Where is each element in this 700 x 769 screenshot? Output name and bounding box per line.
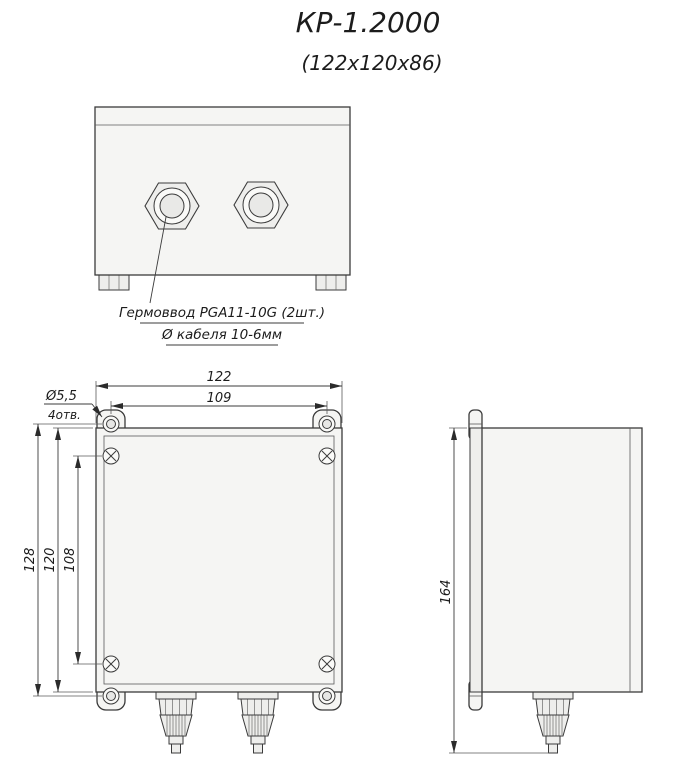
back-flange-strip <box>469 427 483 693</box>
hole-callout: Ø5,5 4отв. <box>44 389 103 422</box>
gland-leader-line <box>149 216 167 304</box>
dim-height-120: 120 <box>43 427 93 693</box>
dim-height-164-label: 164 <box>439 580 454 605</box>
foot-left <box>98 274 130 291</box>
enclosure-side-face <box>481 427 643 693</box>
dim-height-108-label: 108 <box>63 548 78 573</box>
side-view: 164 <box>439 409 643 754</box>
dim-width-109: 109 <box>110 391 328 414</box>
cable-gland-front-left <box>155 691 197 754</box>
dim-width-109-label: 109 <box>207 391 232 406</box>
hole-diameter-label: Ø5,5 <box>45 389 77 404</box>
dim-height-164: 164 <box>439 427 549 754</box>
dim-height-108: 108 <box>63 455 102 665</box>
cable-gland-side <box>532 691 574 754</box>
mounting-hole-bottom-left <box>102 687 120 705</box>
drawing-title: КР-1.2000 <box>296 6 441 39</box>
cover-screw-bottom-right <box>318 655 336 673</box>
cover-screw-bottom-left <box>102 655 120 673</box>
enclosure-top-face <box>94 106 351 276</box>
foot-right <box>315 274 347 291</box>
mounting-hole-top-right <box>318 415 336 433</box>
dim-width-122: 122 <box>95 370 343 423</box>
dim-height-128: 128 <box>23 423 102 697</box>
dim-width-122-label: 122 <box>207 370 232 385</box>
gland-note-line2: Ø кабеля 10-6мм <box>161 327 282 343</box>
mounting-hole-top-left <box>102 415 120 433</box>
enclosure-front-face <box>95 427 343 693</box>
front-view: 122 109 Ø5,5 4отв. 128 120 <box>23 370 343 754</box>
cable-gland-front-right <box>237 691 279 754</box>
hole-count-label: 4отв. <box>48 408 81 422</box>
dim-height-128-label: 128 <box>23 548 38 573</box>
cover-screw-top-left <box>102 447 120 465</box>
drawing-size-subtitle: (122х120х86) <box>301 51 442 75</box>
gland-note-line1: Гермоввод PGA11-10G (2шт.) <box>119 305 325 321</box>
dim-height-120-label: 120 <box>43 548 58 573</box>
lid-inner-outline <box>103 435 335 685</box>
mounting-hole-bottom-right <box>318 687 336 705</box>
top-view: Гермоввод PGA11-10G (2шт.) Ø кабеля 10-6… <box>94 106 351 346</box>
cover-screw-top-right <box>318 447 336 465</box>
